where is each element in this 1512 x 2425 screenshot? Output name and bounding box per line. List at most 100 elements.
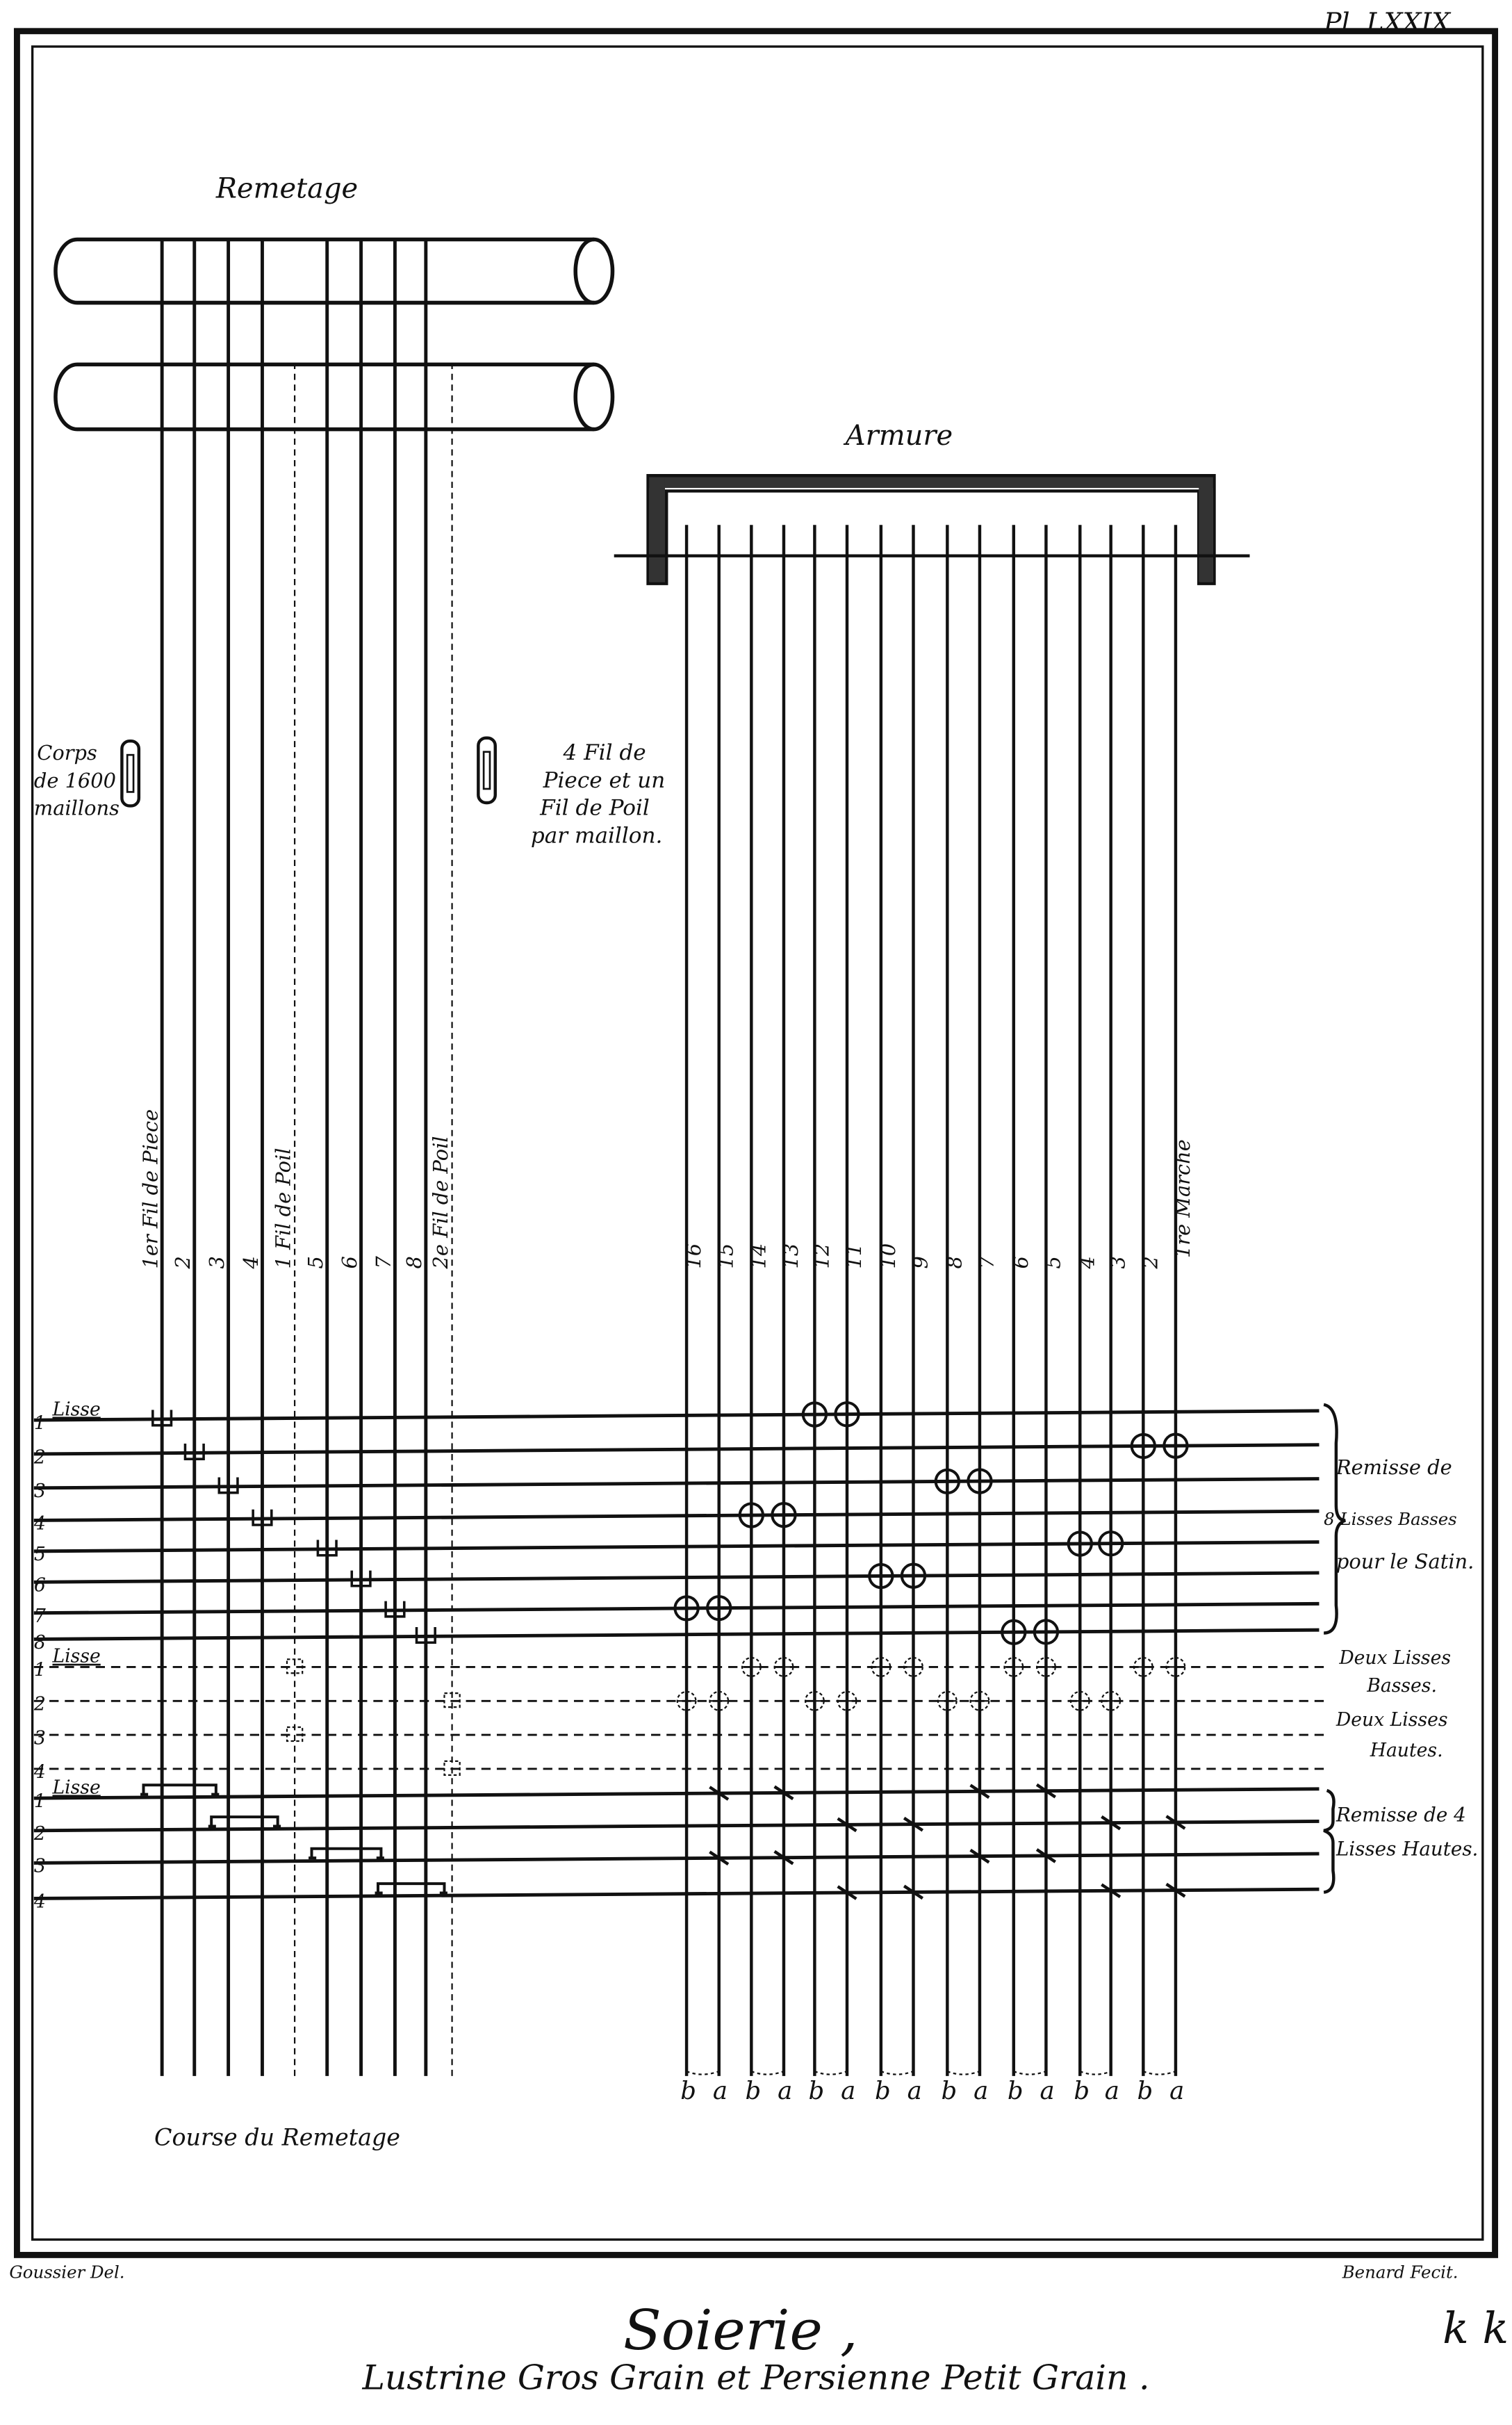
- pair-tie: [1142, 2071, 1176, 2075]
- maillon-note: 4 Fil de Piece et un Fil de Poil par mai…: [531, 740, 672, 849]
- thread-label: 5: [1041, 1256, 1065, 1268]
- thread-letter: b: [1074, 2077, 1090, 2105]
- armure-threads: [684, 525, 1178, 2076]
- poil-heddle-mark: [286, 1726, 304, 1742]
- lisse-line: [33, 1628, 1320, 1641]
- thread-label: 16: [682, 1243, 705, 1269]
- heddle-bracket: [309, 1847, 384, 1860]
- maillon-icon: [120, 739, 141, 808]
- small-cross-mark: [1101, 1691, 1121, 1710]
- thread-letter: a: [778, 2077, 792, 2105]
- warp-beam-top: [54, 237, 615, 305]
- thread-label: 1re Marche: [1171, 1139, 1194, 1258]
- small-cross-mark: [1037, 1658, 1055, 1676]
- lisse-number: 2: [33, 1823, 46, 1845]
- small-cross-mark: [805, 1691, 824, 1710]
- raised-thread-cross: [1034, 1620, 1058, 1644]
- thread-label: 8: [942, 1256, 966, 1268]
- thread-letter: b: [941, 2077, 957, 2105]
- heddle-bracket: [140, 1783, 220, 1796]
- thread-label: 8: [402, 1256, 426, 1268]
- thread-label: 3: [1106, 1256, 1130, 1268]
- raised-thread-cross: [1002, 1620, 1026, 1644]
- lisse-line: [33, 1820, 1320, 1833]
- small-cross-mark: [1004, 1658, 1024, 1676]
- small-cross-mark: [837, 1691, 857, 1710]
- poil-heddle-mark: [443, 1760, 461, 1776]
- remetage-title: Remetage: [215, 173, 358, 205]
- thread-label: 4: [239, 1256, 263, 1269]
- tie-mark: [903, 1816, 924, 1832]
- heddle-eye-mark: [316, 1540, 338, 1557]
- thread-label: 14: [746, 1243, 770, 1269]
- lisse-number: 3: [34, 1727, 46, 1749]
- thread-letter: b: [1008, 2077, 1024, 2105]
- brace-remisse-hautes: [1323, 1788, 1336, 1894]
- signature-mark: k k: [1443, 2303, 1509, 2353]
- heddle-eye-mark: [151, 1410, 173, 1427]
- thread-letter: a: [907, 2077, 922, 2105]
- tie-mark: [969, 1848, 990, 1864]
- tie-mark: [1035, 1783, 1056, 1799]
- poil-heddle-mark: [443, 1692, 461, 1708]
- thread-letter: a: [841, 2077, 855, 2105]
- tie-mark: [1165, 1815, 1186, 1830]
- thread-letter: a: [973, 2077, 988, 2105]
- thread-letter: b: [745, 2077, 761, 2105]
- lisse-line: [33, 1571, 1320, 1584]
- plate-subtitle: Lustrine Gros Grain et Persienne Petit G…: [361, 2358, 1149, 2398]
- thread-letter: a: [713, 2077, 728, 2105]
- thread-label: 3: [205, 1256, 229, 1268]
- lisse-number: 1: [34, 1790, 46, 1812]
- raised-thread-cross: [1099, 1532, 1123, 1556]
- pair-tie: [686, 2071, 720, 2075]
- tie-mark: [837, 1885, 857, 1900]
- thread-label: 9: [908, 1256, 932, 1268]
- outer-border: [13, 28, 1499, 2258]
- pair-tie: [1079, 2071, 1112, 2075]
- lisse-number: 2: [33, 1694, 46, 1715]
- small-cross-mark: [871, 1658, 891, 1676]
- lisse-label: Lisse: [51, 1398, 100, 1420]
- heddle-eye-mark: [183, 1444, 205, 1460]
- note-deux-lisses-basses: Deux Lisses Basses.: [1338, 1647, 1456, 1697]
- raised-thread-cross: [901, 1564, 926, 1587]
- thread-letter: b: [808, 2077, 824, 2105]
- armure-frame: [614, 474, 1250, 585]
- heddle-eye-mark: [384, 1601, 406, 1618]
- course-label: Course du Remetage: [154, 2124, 400, 2151]
- warp-beam-bottom: [54, 362, 615, 432]
- credit-draughtsman: Goussier Del.: [9, 2262, 124, 2283]
- lisse-number: 7: [34, 1606, 46, 1627]
- lisse-line: [33, 1787, 1320, 1800]
- thread-label: 2: [171, 1256, 195, 1269]
- thread-label: 5: [304, 1256, 327, 1268]
- thread-label: 13: [779, 1243, 803, 1269]
- pair-tie: [814, 2071, 848, 2075]
- lisse-number: 1: [34, 1412, 46, 1434]
- pair-tie: [1013, 2071, 1046, 2075]
- note-remisse-hautes: Remisse de 4 Lisses Hautes.: [1336, 1803, 1479, 1860]
- note-remisse-basses: Remisse de 8 Lisses Basses pour le Satin…: [1324, 1455, 1474, 1573]
- raised-thread-cross: [1131, 1434, 1155, 1458]
- remetage-threads: [160, 239, 453, 2076]
- raised-thread-cross: [835, 1403, 859, 1426]
- armure-marks: [140, 1401, 1189, 1900]
- lisse-line: [33, 1852, 1320, 1865]
- thread-letter: a: [1105, 2077, 1119, 2105]
- heddle-bracket: [375, 1882, 447, 1895]
- small-cross-mark: [1134, 1658, 1153, 1676]
- tie-mark: [773, 1850, 794, 1865]
- raised-thread-cross: [803, 1403, 827, 1426]
- small-cross-mark: [970, 1691, 989, 1710]
- pair-tie: [946, 2071, 980, 2075]
- thread-letter: b: [1137, 2077, 1153, 2105]
- raised-thread-cross: [935, 1469, 959, 1494]
- poil-heddle-mark: [286, 1658, 304, 1674]
- pair-tie: [880, 2071, 914, 2075]
- small-cross-mark: [1166, 1658, 1185, 1676]
- small-cross-mark: [904, 1658, 923, 1676]
- thread-label: 2: [1138, 1256, 1162, 1269]
